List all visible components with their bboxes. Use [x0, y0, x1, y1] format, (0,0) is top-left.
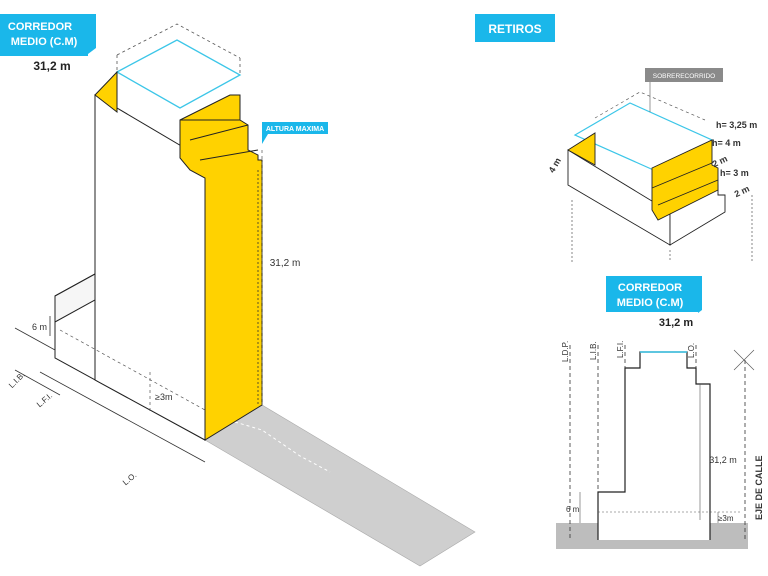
main-height-label: 31,2 m — [270, 258, 301, 269]
section-lfi: L.F.I. — [616, 341, 625, 358]
main-corredor-badge: CORREDOR MEDIO (C.M) 31,2 m — [0, 14, 96, 73]
section-base: 6 m — [566, 505, 580, 514]
main-badge-value: 31,2 m — [33, 59, 70, 73]
main-dimensions — [14, 170, 259, 463]
main-badge-line2: MEDIO (C.M) — [11, 36, 78, 48]
retiros-step1: 2 m — [711, 154, 729, 170]
retiros-h2: h= 4 m — [712, 138, 741, 148]
retiros-step2: 2 m — [733, 184, 751, 200]
retiros-h1: h= 3,25 m — [716, 120, 757, 130]
section-badge-line1: CORREDOR — [618, 282, 682, 294]
altura-maxima-tag: ALTURA MAXIMA — [262, 122, 328, 144]
main-building — [54, 23, 263, 441]
main-lfi-label: L.F.I. — [35, 391, 54, 409]
main-base-height-label: 6 m — [32, 322, 47, 332]
section-corredor-badge: CORREDOR MEDIO (C.M) 31,2 m — [606, 276, 702, 329]
section-eje: EJE DE CALLE — [754, 455, 764, 520]
street-strip — [204, 404, 476, 567]
main-badge-line1: CORREDOR — [8, 21, 72, 33]
sobrerecorrido-tag: SOBRERECORRIDO — [645, 68, 723, 112]
sobrerecorrido-label: SOBRERECORRIDO — [653, 73, 715, 80]
retiros-label: RETIROS — [488, 22, 541, 36]
altura-maxima-label: ALTURA MAXIMA — [266, 126, 324, 133]
section-ldp: L.D.P. — [561, 341, 570, 362]
section-badge-value: 31,2 m — [659, 317, 693, 329]
retiros-side: 4 m — [547, 156, 563, 174]
retiros-badge: RETIROS — [475, 14, 555, 42]
main-lib-label: L.I.B. — [7, 370, 27, 390]
section-diagram: L.D.P. L.I.B. L.F.I. L.O. 31,2 m 6 m ≥3m… — [556, 341, 764, 549]
section-lo: L.O. — [687, 343, 696, 358]
section-badge-line2: MEDIO (C.M) — [617, 297, 684, 309]
main-setback-label: ≥3m — [155, 392, 172, 402]
section-height: 31,2 m — [709, 455, 737, 465]
section-lib: L.I.B. — [589, 341, 598, 360]
section-setback: ≥3m — [718, 514, 734, 523]
main-lo-label: L.O. — [121, 471, 138, 488]
retiros-diagram — [567, 91, 753, 262]
retiros-h3: h= 3 m — [720, 168, 749, 178]
